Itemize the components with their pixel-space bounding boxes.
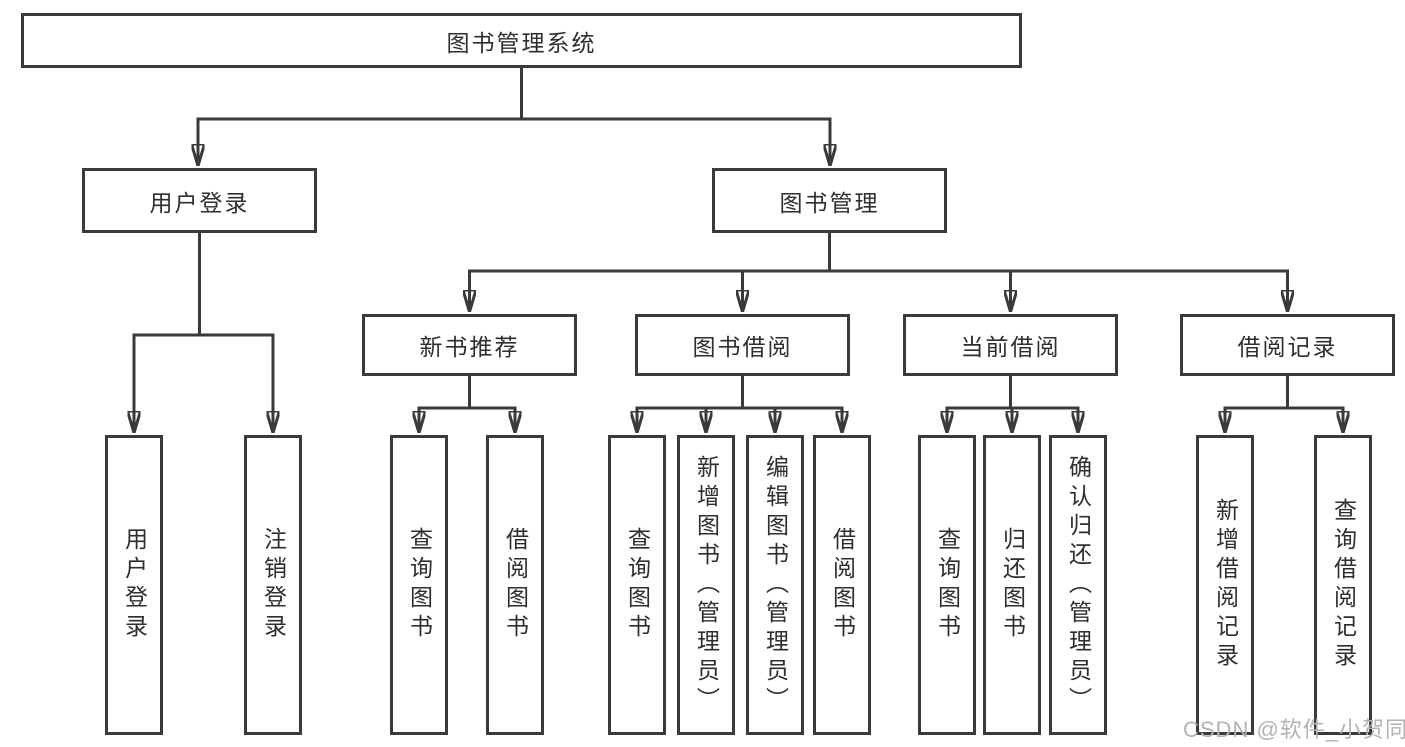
leaf-borrow-query-books-label: 查询图书 — [624, 527, 651, 643]
leaf-current-query-books-label: 查询图书 — [934, 527, 961, 643]
leaf-query-borrow-record: 查询借阅记录 — [1314, 435, 1372, 735]
leaf-add-borrow-record: 新增借阅记录 — [1196, 435, 1254, 735]
leaf-confirm-return-admin-label: 确认归还（管理员） — [1065, 454, 1092, 716]
csdn-watermark: CSDN @软件_小贺同学 — [1183, 717, 1405, 742]
leaf-recommend-query-books: 查询图书 — [390, 435, 448, 735]
node-root: 图书管理系统 — [21, 13, 1022, 68]
connector-new-book-recommend — [417, 374, 517, 410]
leaf-query-borrow-record-label: 查询借阅记录 — [1330, 498, 1357, 672]
node-user-login-label: 用户登录 — [149, 189, 250, 216]
leaf-user-login: 用户登录 — [105, 435, 163, 735]
node-borrow-records: 借阅记录 — [1180, 314, 1395, 376]
leaf-borrow-books: 借阅图书 — [813, 435, 871, 735]
leaf-edit-book-admin: 编辑图书（管理员） — [746, 435, 804, 735]
leaf-logout-label: 注销登录 — [260, 527, 287, 643]
leaf-current-query-books: 查询图书 — [918, 435, 976, 735]
node-current-borrow: 当前借阅 — [903, 314, 1118, 376]
leaf-return-book-label: 归还图书 — [999, 527, 1026, 643]
connector-user-login — [132, 231, 275, 337]
leaf-borrow-books-label: 借阅图书 — [829, 527, 856, 643]
leaf-edit-book-admin-label: 编辑图书（管理员） — [762, 454, 789, 716]
leaf-return-book: 归还图书 — [983, 435, 1041, 735]
leaf-borrow-query-books: 查询图书 — [608, 435, 666, 735]
leaf-user-login-label: 用户登录 — [121, 527, 148, 643]
connector-root — [196, 66, 832, 121]
node-new-book-recommend: 新书推荐 — [362, 314, 577, 376]
leaf-recommend-query-books-label: 查询图书 — [406, 527, 433, 643]
node-root-label: 图书管理系统 — [446, 29, 597, 56]
leaf-recommend-borrow-books-label: 借阅图书 — [502, 527, 529, 643]
leaf-add-book-admin-label: 新增图书（管理员） — [693, 454, 720, 716]
connector-book-borrow — [635, 374, 844, 410]
leaf-add-borrow-record-label: 新增借阅记录 — [1212, 498, 1239, 672]
node-book-management-label: 图书管理 — [779, 189, 880, 216]
node-book-borrow: 图书借阅 — [635, 314, 850, 376]
node-book-borrow-label: 图书借阅 — [692, 334, 793, 360]
connector-borrow-records — [1223, 374, 1345, 410]
leaf-confirm-return-admin: 确认归还（管理员） — [1049, 435, 1107, 735]
node-current-borrow-label: 当前借阅 — [960, 334, 1061, 360]
leaf-logout: 注销登录 — [244, 435, 302, 735]
node-user-login: 用户登录 — [82, 168, 317, 233]
leaf-add-book-admin: 新增图书（管理员） — [677, 435, 735, 735]
leaf-recommend-borrow-books: 借阅图书 — [486, 435, 544, 735]
node-new-book-recommend-label: 新书推荐 — [419, 334, 520, 360]
node-book-management: 图书管理 — [712, 168, 947, 233]
node-borrow-records-label: 借阅记录 — [1237, 334, 1338, 360]
connector-current-borrow — [945, 374, 1080, 410]
connector-book-management — [468, 231, 1289, 273]
